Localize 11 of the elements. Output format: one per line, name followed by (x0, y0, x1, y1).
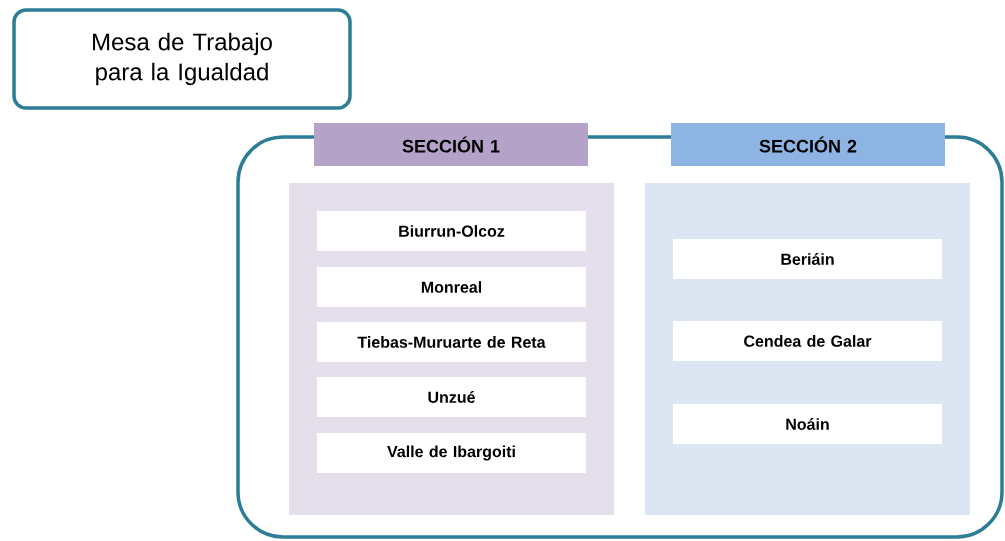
item-box: Tiebas-Muruarte de Reta (317, 322, 586, 362)
item-box: Cendea de Galar (673, 321, 942, 361)
item-box: Valle de Ibargoiti (317, 433, 586, 473)
item-box: Monreal (317, 267, 586, 307)
item-box: Unzué (317, 377, 586, 417)
title-box: Mesa de Trabajo para la Igualdad (12, 8, 352, 110)
item-box: Beriáin (673, 239, 942, 279)
item-box: Noáin (673, 404, 942, 444)
section-header: SECCIÓN 1 (314, 123, 588, 166)
section-header: SECCIÓN 2 (671, 123, 945, 166)
item-box: Biurrun-Olcoz (317, 211, 586, 251)
